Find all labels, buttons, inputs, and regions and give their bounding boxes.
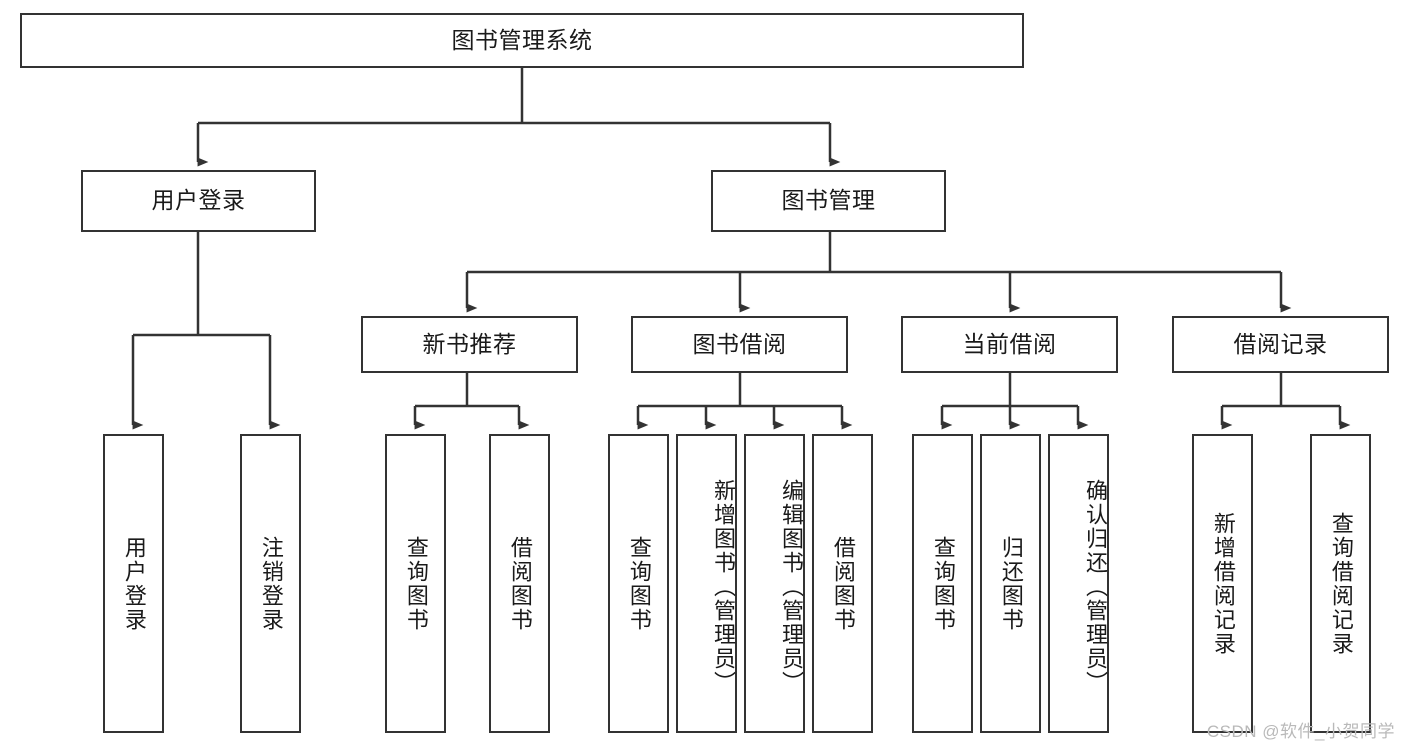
node-leaf-logout-login[interactable]: 注销登录 bbox=[240, 434, 301, 733]
node-leaf-user-login[interactable]: 用户登录 bbox=[103, 434, 164, 733]
node-current-borrow[interactable]: 当前借阅 bbox=[901, 316, 1118, 373]
node-leaf-add-record-label: 新增借阅记录 bbox=[1210, 511, 1236, 656]
node-leaf-query-book-3[interactable]: 查询图书 bbox=[912, 434, 973, 733]
node-leaf-query-book-2[interactable]: 查询图书 bbox=[608, 434, 669, 733]
node-leaf-confirm-return[interactable]: 确认归还（管理员） bbox=[1048, 434, 1109, 733]
node-leaf-logout-login-label: 注销登录 bbox=[258, 535, 284, 632]
node-leaf-borrow-book-2-label: 借阅图书 bbox=[830, 535, 856, 632]
node-user-login[interactable]: 用户登录 bbox=[81, 170, 316, 232]
node-leaf-add-book[interactable]: 新增图书（管理员） bbox=[676, 434, 737, 733]
node-leaf-add-record[interactable]: 新增借阅记录 bbox=[1192, 434, 1253, 733]
node-book-borrow-label: 图书借阅 bbox=[692, 330, 787, 357]
node-book-manage-label: 图书管理 bbox=[781, 187, 876, 214]
node-new-book-recommend[interactable]: 新书推荐 bbox=[361, 316, 578, 373]
node-leaf-return-book[interactable]: 归还图书 bbox=[980, 434, 1041, 733]
node-leaf-query-book-2-label: 查询图书 bbox=[626, 535, 652, 632]
node-new-book-recommend-label: 新书推荐 bbox=[422, 330, 517, 357]
node-current-borrow-label: 当前借阅 bbox=[962, 330, 1057, 357]
node-book-manage[interactable]: 图书管理 bbox=[711, 170, 946, 232]
node-leaf-confirm-return-label: 确认归还（管理员） bbox=[1083, 478, 1108, 695]
node-user-login-label: 用户登录 bbox=[151, 187, 246, 214]
node-leaf-borrow-book-1[interactable]: 借阅图书 bbox=[489, 434, 550, 733]
node-leaf-edit-book-label: 编辑图书（管理员） bbox=[779, 478, 804, 695]
node-book-borrow[interactable]: 图书借阅 bbox=[631, 316, 848, 373]
node-leaf-query-record-label: 查询借阅记录 bbox=[1328, 511, 1354, 656]
node-borrow-record-label: 借阅记录 bbox=[1233, 330, 1328, 357]
node-leaf-return-book-label: 归还图书 bbox=[998, 535, 1024, 632]
node-leaf-query-book-3-label: 查询图书 bbox=[930, 535, 956, 632]
node-leaf-borrow-book-2[interactable]: 借阅图书 bbox=[812, 434, 873, 733]
node-root-label: 图书管理系统 bbox=[451, 26, 593, 53]
node-leaf-user-login-label: 用户登录 bbox=[121, 535, 147, 632]
node-root[interactable]: 图书管理系统 bbox=[20, 13, 1024, 68]
node-leaf-query-record[interactable]: 查询借阅记录 bbox=[1310, 434, 1371, 733]
node-leaf-borrow-book-1-label: 借阅图书 bbox=[507, 535, 533, 632]
node-borrow-record[interactable]: 借阅记录 bbox=[1172, 316, 1389, 373]
node-leaf-query-book-1[interactable]: 查询图书 bbox=[385, 434, 446, 733]
node-leaf-add-book-label: 新增图书（管理员） bbox=[711, 478, 736, 695]
node-leaf-edit-book[interactable]: 编辑图书（管理员） bbox=[744, 434, 805, 733]
watermark: CSDN @软件_小贺同学 bbox=[1206, 722, 1395, 741]
node-leaf-query-book-1-label: 查询图书 bbox=[403, 535, 429, 632]
